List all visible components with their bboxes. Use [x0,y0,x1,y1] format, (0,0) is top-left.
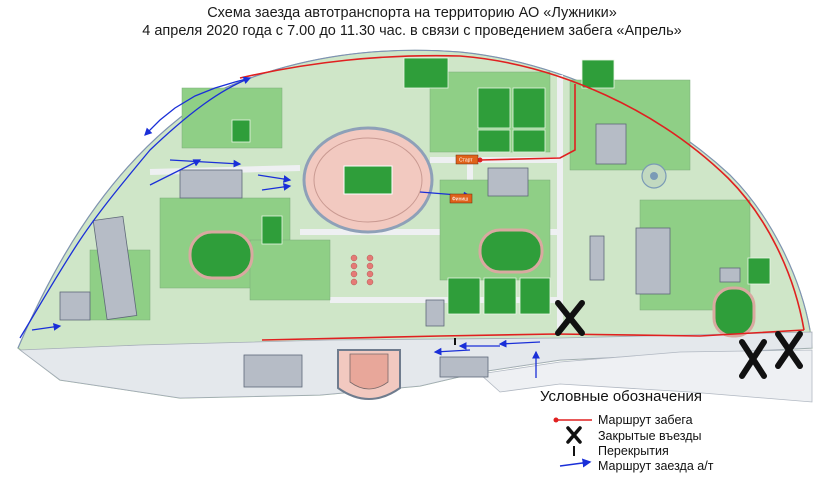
legend-item-race-route: Маршрут забега [598,413,693,427]
embankment-road [18,331,813,399]
territory-fence [17,49,811,349]
legend-item-vehicle-route: Маршрут заезда а/т [598,459,714,473]
small-arena [337,349,401,400]
legend-vehicle-route-symbol [559,458,592,468]
main-stadium [302,126,434,234]
map-title-line-2: 4 апреля 2020 года с 7.00 до 11.30 час. … [142,23,682,39]
finish-label: Финиш [449,193,473,204]
start-label: Старт [455,154,479,165]
plaza-fountains [350,254,374,286]
legend-item-closed-entries: Закрытые въезды [598,429,702,443]
monument-rotunda [641,163,667,189]
race-route [239,54,805,331]
lower-embankment [479,349,813,403]
legend-item-blockages: Перекрытия [598,444,669,458]
closed-entry-marks [555,300,803,379]
lawn-blocks [89,71,751,321]
legend-closed-entry-symbol [566,426,582,444]
legend-symbols [553,417,592,468]
sport-fields [231,57,771,315]
race-start-point [477,157,483,163]
legend-heading: Условные обозначения [540,388,703,405]
buildings [59,123,741,388]
map-title-line-1: Схема заезда автотранспорта на территори… [207,5,617,21]
finish-label-text: Финиш [452,197,468,203]
start-label-text: Старт [459,158,473,164]
athletics-tracks [188,228,756,338]
